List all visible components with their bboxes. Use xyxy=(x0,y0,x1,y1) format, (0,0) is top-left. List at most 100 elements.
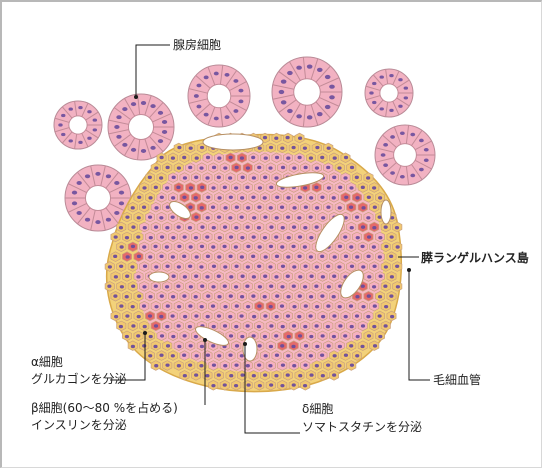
alpha-cell xyxy=(294,370,305,381)
beta-cell xyxy=(323,300,334,312)
beta-cell xyxy=(156,330,167,341)
beta-cell xyxy=(323,340,334,351)
alpha-cell xyxy=(150,360,161,371)
beta-cell xyxy=(357,261,368,272)
alpha-cell xyxy=(145,192,155,203)
alpha-cell xyxy=(357,182,368,193)
alpha-cell xyxy=(300,142,311,154)
alpha-cell xyxy=(386,291,397,302)
beta-cell xyxy=(139,281,150,292)
beta-cell xyxy=(294,231,305,243)
delta-cell xyxy=(363,231,374,243)
beta-cell xyxy=(185,300,196,312)
beta-cell xyxy=(323,281,334,292)
beta-cell xyxy=(363,251,374,262)
beta-cell xyxy=(363,271,374,282)
alpha-cell xyxy=(346,340,357,351)
beta-cell xyxy=(334,261,345,272)
delta-cell xyxy=(294,330,305,341)
alpha-cell xyxy=(110,251,121,262)
delta-cell xyxy=(191,211,201,223)
alpha-cell xyxy=(265,380,276,391)
alpha-cell xyxy=(127,281,138,292)
alpha-cell xyxy=(271,132,282,144)
beta-cell xyxy=(271,211,282,223)
alpha-cell xyxy=(334,360,345,371)
delta-label-desc: ソマトスタチンを分泌 xyxy=(302,420,422,434)
alpha-cell xyxy=(369,320,380,332)
beta-cell xyxy=(311,300,322,312)
beta-cell xyxy=(237,211,247,223)
beta-cell xyxy=(139,241,150,252)
capillary-leader xyxy=(408,270,430,381)
beta-cell xyxy=(375,271,385,282)
beta-cell xyxy=(185,281,196,292)
beta-cell xyxy=(283,251,293,262)
beta-cell xyxy=(214,310,224,322)
beta-cell xyxy=(150,241,161,252)
beta-cell xyxy=(214,172,224,183)
acinar-rosette xyxy=(271,56,343,128)
capillary-vessel xyxy=(169,201,191,219)
alpha-cell xyxy=(352,350,362,361)
alpha-cell xyxy=(116,300,127,312)
beta-cell xyxy=(352,251,362,262)
alpha-cell xyxy=(122,231,132,243)
beta-cell xyxy=(162,182,173,193)
beta-cell xyxy=(306,291,316,302)
beta-cell xyxy=(271,231,282,243)
beta-cell xyxy=(208,300,219,312)
beta-cell xyxy=(202,192,213,203)
beta-cell xyxy=(237,291,247,302)
beta-cell xyxy=(150,281,161,292)
beta-cell xyxy=(237,310,247,322)
beta-cell xyxy=(283,271,293,282)
alpha-cell xyxy=(139,340,150,351)
beta-cell xyxy=(277,360,288,371)
delta-cell xyxy=(357,202,368,213)
delta-leader xyxy=(244,344,300,434)
alpha-label-desc: グルカゴンを分泌 xyxy=(31,371,127,386)
alpha-cell xyxy=(110,231,121,243)
alpha-cell xyxy=(116,281,127,292)
islet-label: 膵ランゲルハンス島 xyxy=(421,250,529,265)
beta-cell xyxy=(300,221,311,233)
beta-cell xyxy=(300,202,311,213)
alpha-cell xyxy=(300,380,311,391)
alpha-cell xyxy=(375,291,385,302)
beta-cell xyxy=(317,211,328,223)
capillaries xyxy=(148,133,392,362)
alpha-cell xyxy=(346,360,357,371)
beta-cell xyxy=(179,310,190,322)
beta-cell xyxy=(375,251,385,262)
alpha-cell xyxy=(380,221,391,233)
alpha-cell xyxy=(127,202,138,213)
beta-cell xyxy=(260,291,270,302)
alpha-cell xyxy=(386,271,397,282)
beta-cell xyxy=(173,261,184,272)
alpha-cell xyxy=(110,271,121,282)
beta-cell xyxy=(242,182,253,193)
alpha-cell xyxy=(380,261,391,272)
beta-cell xyxy=(231,320,242,332)
alpha-cell xyxy=(116,320,127,332)
beta-cell xyxy=(156,251,167,262)
alpha-cell xyxy=(104,281,115,292)
alpha-cell xyxy=(363,172,374,183)
capillary-vessel xyxy=(315,213,345,253)
beta-cell xyxy=(323,202,334,213)
beta-cell xyxy=(311,281,322,292)
delta-cell xyxy=(127,241,138,252)
delta-cell xyxy=(237,152,247,163)
beta-cell xyxy=(248,310,259,322)
beta-cell xyxy=(346,320,357,332)
beta-cell xyxy=(334,182,345,193)
alpha-cell xyxy=(306,152,316,163)
beta-cell xyxy=(168,271,178,282)
beta-cell xyxy=(329,172,339,183)
capillary-vessel xyxy=(340,269,364,299)
beta-cell xyxy=(179,271,190,282)
beta-cell xyxy=(191,271,201,282)
capillary-label: 毛細血管 xyxy=(433,372,481,387)
